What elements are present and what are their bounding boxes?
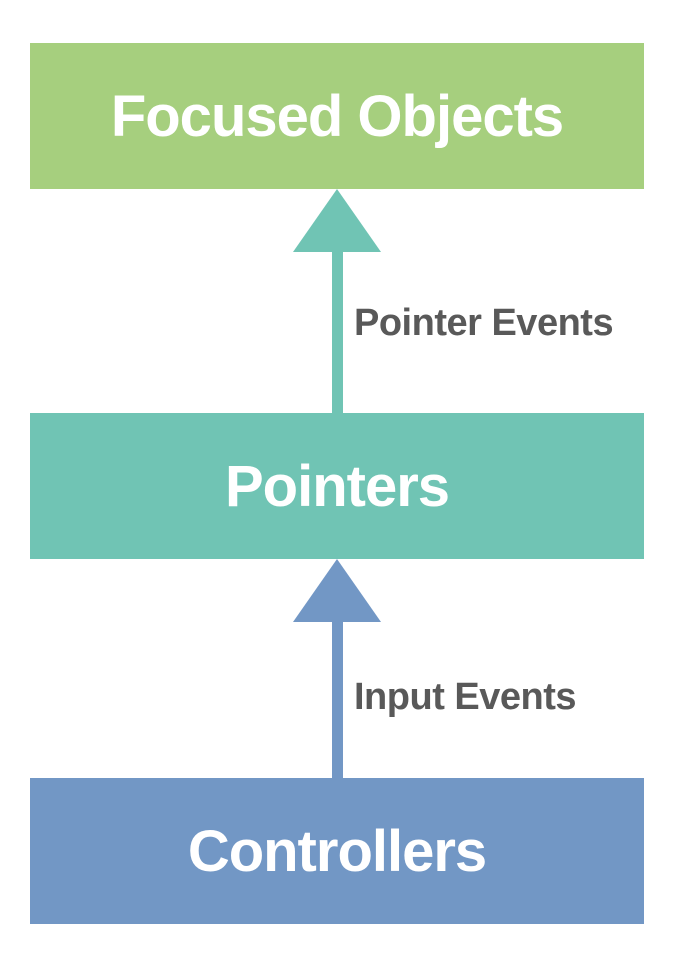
arrow-input-events-head (293, 559, 381, 622)
node-focused-objects: Focused Objects (30, 43, 644, 189)
arrow-input-events-shaft (332, 621, 343, 778)
arrow-pointer-events-head (293, 189, 381, 252)
arrow-label-pointer-events: Pointer Events (354, 302, 614, 344)
node-controllers-label: Controllers (187, 818, 487, 884)
arrow-pointer-events-shaft (332, 251, 343, 413)
node-pointers-label: Pointers (224, 453, 450, 519)
node-controllers: Controllers (30, 778, 644, 924)
node-focused-objects-label: Focused Objects (110, 83, 564, 149)
arrow-label-input-events: Input Events (354, 676, 577, 718)
node-pointers: Pointers (30, 413, 644, 559)
